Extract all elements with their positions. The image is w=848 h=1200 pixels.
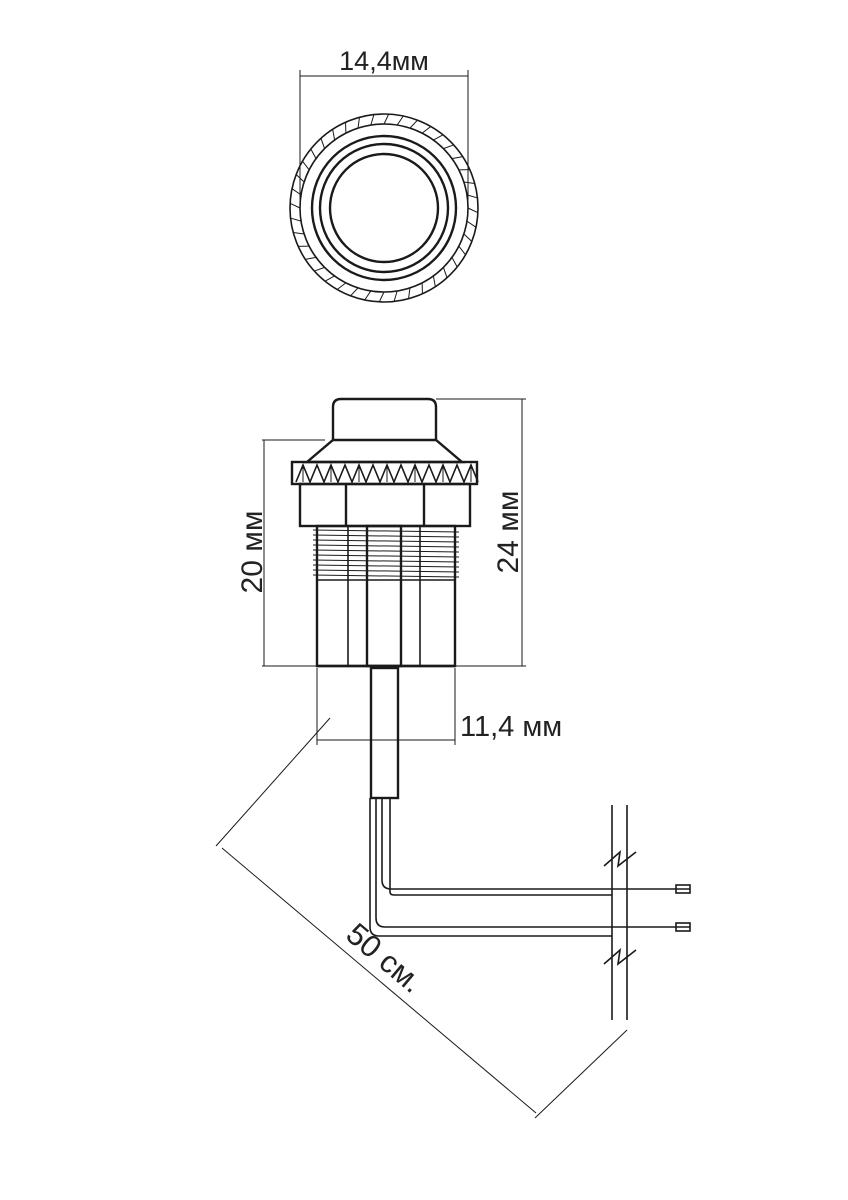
bezel — [303, 438, 466, 464]
button-cap-circle — [328, 152, 440, 264]
break-marks — [603, 805, 637, 1020]
total-height-label: 24 мм — [492, 491, 525, 574]
body-height-label: 20 мм — [236, 511, 269, 594]
wire-tip-1 — [675, 884, 691, 894]
top-diameter-label: 14,4мм — [339, 46, 429, 76]
wire-1b — [389, 798, 612, 896]
side-view: 20 мм 24 мм 11,4 мм 50 см. — [215, 397, 691, 1119]
knurled-ring — [289, 113, 479, 303]
wire-tip-2 — [675, 922, 691, 932]
thread-lines — [312, 529, 460, 578]
wire-1 — [381, 798, 690, 890]
top-view: 14,4мм — [289, 46, 479, 303]
bezel-inner-ring — [318, 142, 450, 274]
wire-sleeve — [369, 666, 400, 800]
bezel-ring — [310, 134, 458, 282]
wire-2b — [369, 798, 612, 937]
button-cap — [331, 397, 438, 440]
hex-nut — [298, 482, 472, 528]
wire-length-label: 50 см. — [340, 916, 430, 1000]
central-stem — [365, 524, 403, 668]
knurl-zigzag — [295, 462, 479, 485]
wire-2 — [375, 798, 690, 928]
thread-diameter-label: 11,4 мм — [460, 711, 562, 743]
